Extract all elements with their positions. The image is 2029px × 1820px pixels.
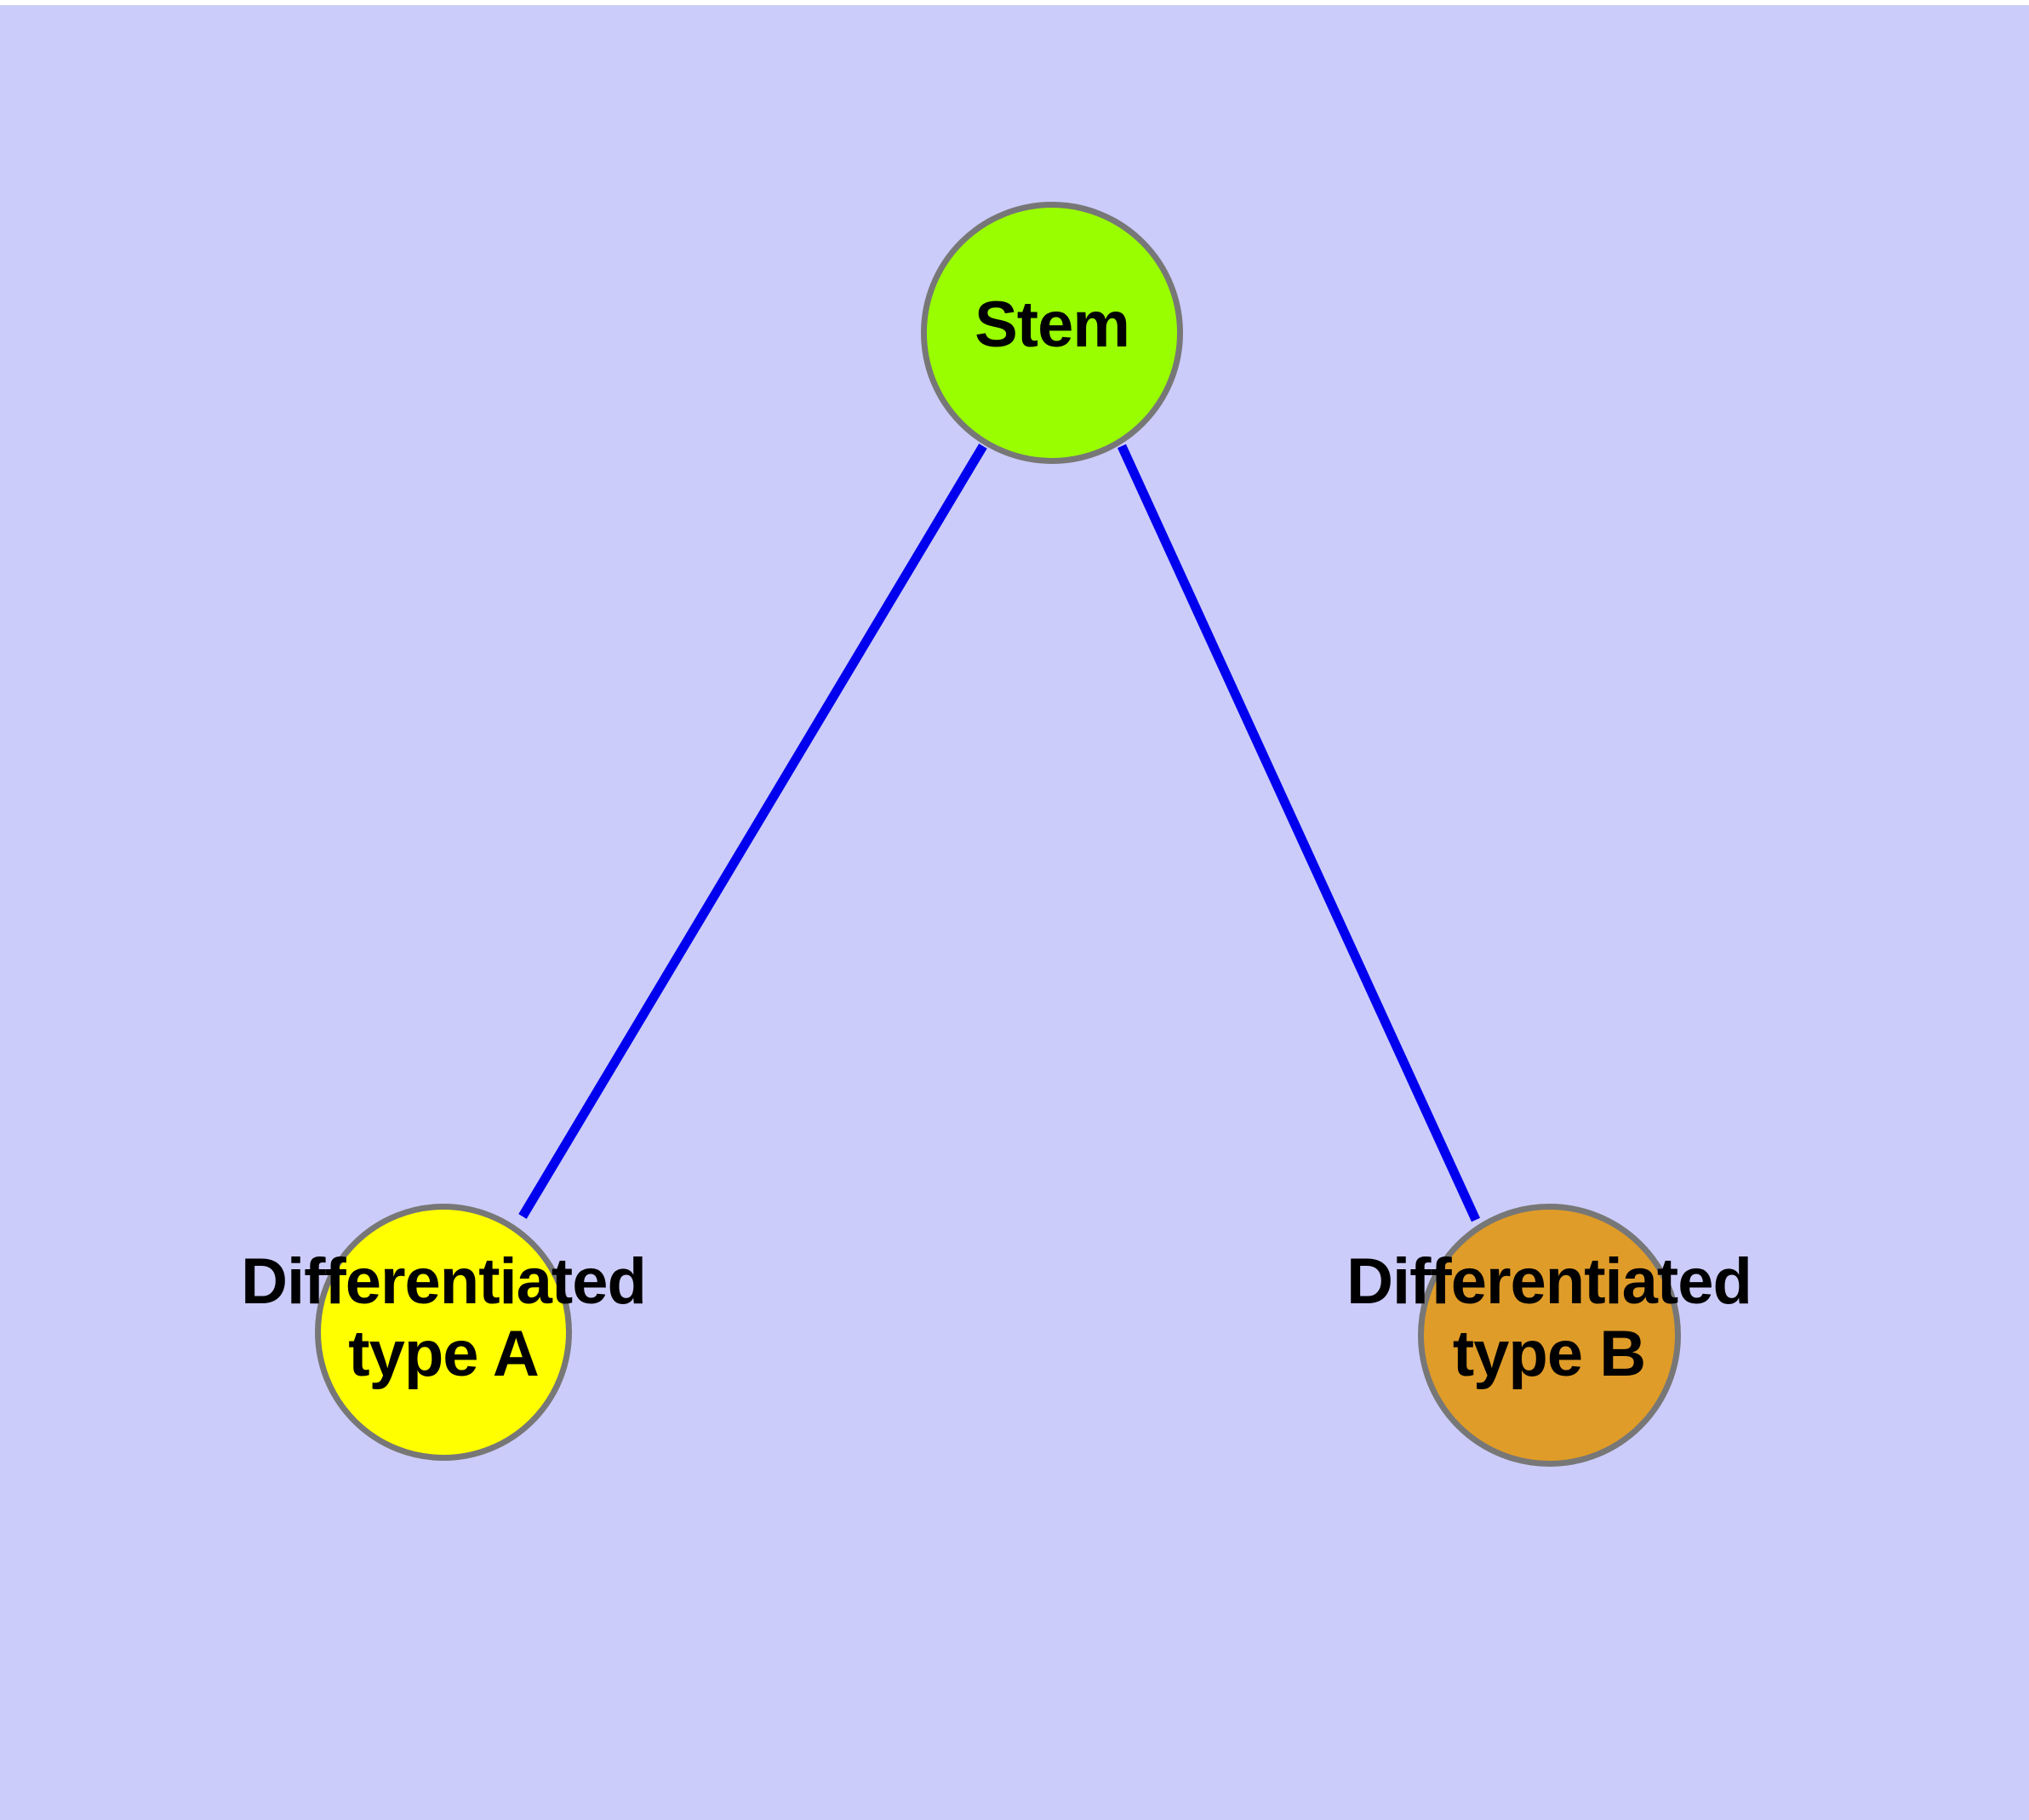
node-stem[interactable] [921, 202, 1183, 464]
edge-stem-diff-b [1117, 444, 1481, 1222]
node-differentiated-type-a[interactable] [315, 1204, 572, 1461]
node-label-differentiated-type-b: Differentiated type B [1346, 1245, 1752, 1391]
edge-stem-diff-a [518, 444, 987, 1219]
node-label-stem: Stem [974, 289, 1130, 361]
node-label-differentiated-type-a: Differentiated type A [241, 1245, 647, 1391]
node-differentiated-type-b[interactable] [1418, 1204, 1681, 1467]
